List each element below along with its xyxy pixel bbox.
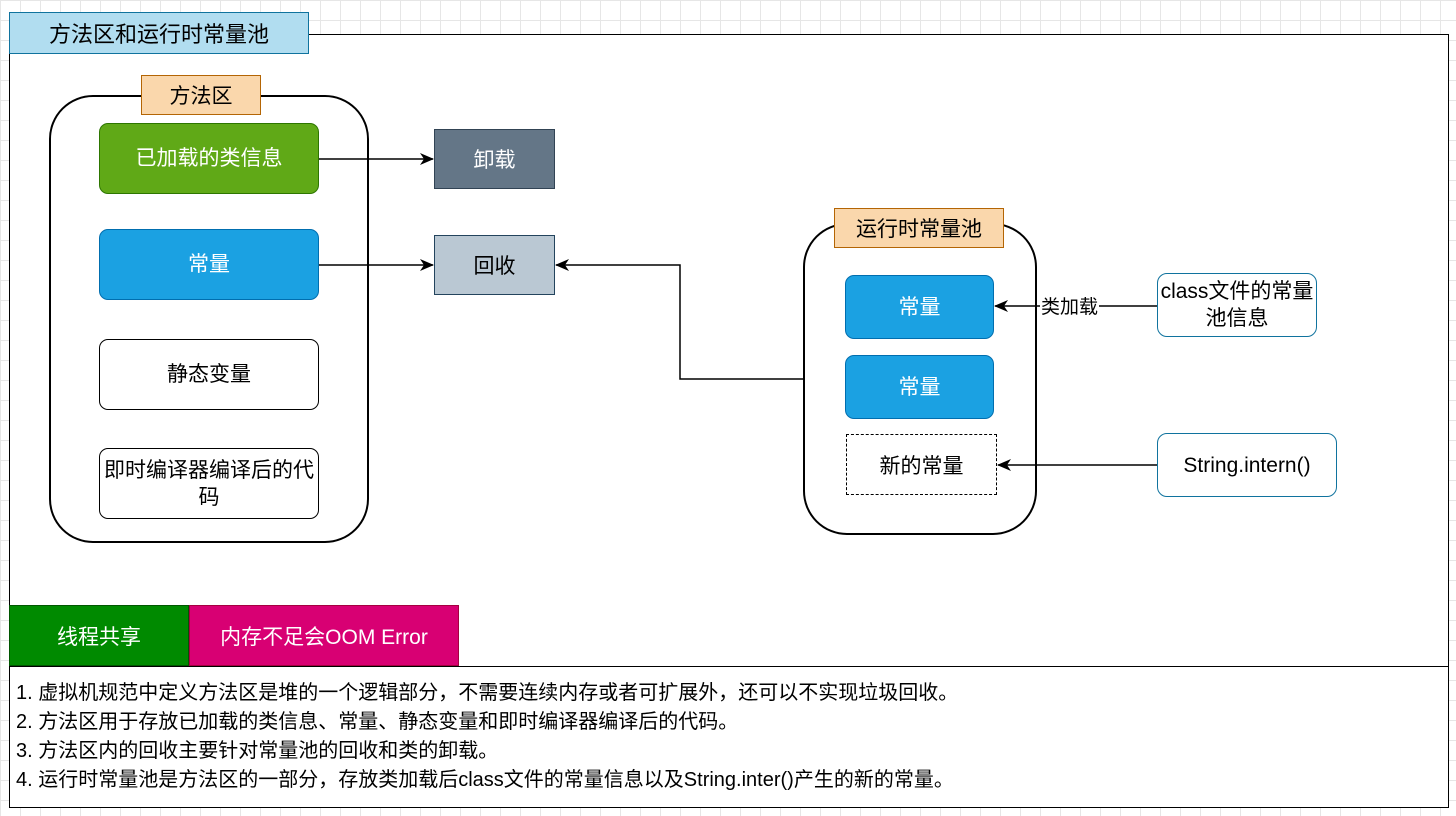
loaded-class-info: 已加载的类信息 [99, 123, 319, 194]
note-line-3: 3. 方法区内的回收主要针对常量池的回收和类的卸载。 [16, 740, 499, 762]
note-line-2: 2. 方法区用于存放已加载的类信息、常量、静态变量和即时编译器编译后的代码。 [16, 711, 739, 733]
new-constant-box: 新的常量 [846, 434, 997, 495]
arrow-runtime-pool-to-recycle [555, 259, 803, 380]
thread-shared-badge: 线程共享 [9, 605, 189, 666]
method-area-constant: 常量 [99, 229, 319, 300]
runtime-constant-2: 常量 [845, 355, 994, 419]
notes-panel: 1. 虚拟机规范中定义方法区是堆的一个逻辑部分，不需要连续内存或者可扩展外，还可… [9, 666, 1449, 808]
static-variables: 静态变量 [99, 339, 319, 410]
note-line-1: 1. 虚拟机规范中定义方法区是堆的一个逻辑部分，不需要连续内存或者可扩展外，还可… [16, 682, 959, 704]
class-file-pool-source: class文件的常量池信息 [1157, 273, 1317, 337]
oom-error-badge: 内存不足会OOM Error [189, 605, 459, 666]
class-loading-edge-label: 类加载 [1040, 296, 1100, 320]
note-line-4: 4. 运行时常量池是方法区的一部分，存放类加载后class文件的常量信息以及St… [16, 769, 954, 791]
unload-box: 卸载 [434, 129, 555, 189]
diagram-title: 方法区和运行时常量池 [9, 12, 309, 54]
jit-compiled-code: 即时编译器编译后的代码 [99, 448, 319, 519]
recycle-box: 回收 [434, 235, 555, 295]
method-area-label: 方法区 [141, 75, 261, 115]
string-intern-source: String.intern() [1157, 433, 1337, 497]
runtime-constant-1: 常量 [845, 275, 994, 339]
runtime-pool-label: 运行时常量池 [834, 208, 1004, 248]
